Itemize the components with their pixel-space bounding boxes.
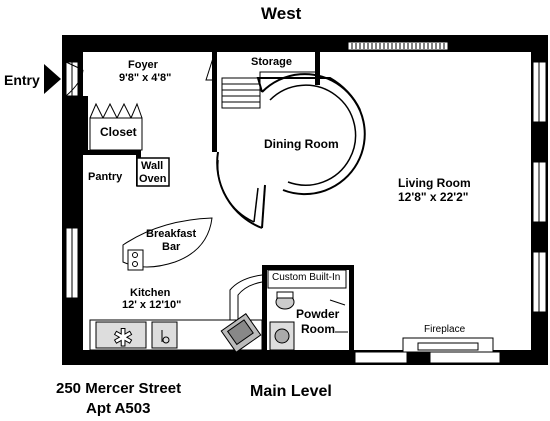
wall-oven-label-line1: Wall	[141, 160, 164, 172]
entry-arrow-icon	[44, 64, 61, 94]
kitchen-sink	[220, 313, 262, 353]
address-line1: 250 Mercer Street	[56, 380, 182, 397]
foyer-dimensions: 9'8" x 4'8"	[119, 72, 172, 84]
svg-text:✱: ✱	[113, 324, 133, 352]
storage-label: Storage	[251, 56, 292, 68]
powder-room-fixtures	[267, 269, 348, 351]
pantry-label: Pantry	[88, 171, 123, 183]
kitchen-dimensions: 12' x 12'10"	[122, 299, 182, 311]
stairs	[221, 71, 315, 109]
wall-oven-label-line2: Oven	[139, 173, 167, 185]
radiator	[347, 41, 449, 51]
address-line2: Apt A503	[86, 400, 151, 417]
entry-label: Entry	[4, 72, 40, 88]
breakfast-bar	[122, 217, 213, 271]
closet-doors	[89, 102, 143, 151]
living-room-label: Living Room	[398, 176, 471, 190]
orientation-label: West	[261, 4, 302, 23]
powder-room-label-line2: Room	[301, 322, 335, 336]
living-room-dimensions: 12'8" x 22'2"	[398, 190, 469, 204]
breakfast-bar-label-line2: Bar	[162, 241, 181, 253]
breakfast-bar-label-line1: Breakfast	[146, 228, 197, 240]
kitchen-label: Kitchen	[130, 287, 171, 299]
custom-built-in-label: Custom Built-In	[272, 272, 341, 283]
dining-room-label: Dining Room	[264, 137, 339, 151]
wall-oven	[136, 157, 170, 187]
foyer-label: Foyer	[128, 59, 158, 71]
closet-label: Closet	[100, 125, 137, 139]
fireplace	[402, 337, 494, 353]
dining-room-walls	[216, 73, 366, 229]
level-label: Main Level	[250, 383, 332, 400]
powder-room-label-line1: Powder	[296, 307, 340, 321]
fireplace-label: Fireplace	[424, 324, 466, 335]
